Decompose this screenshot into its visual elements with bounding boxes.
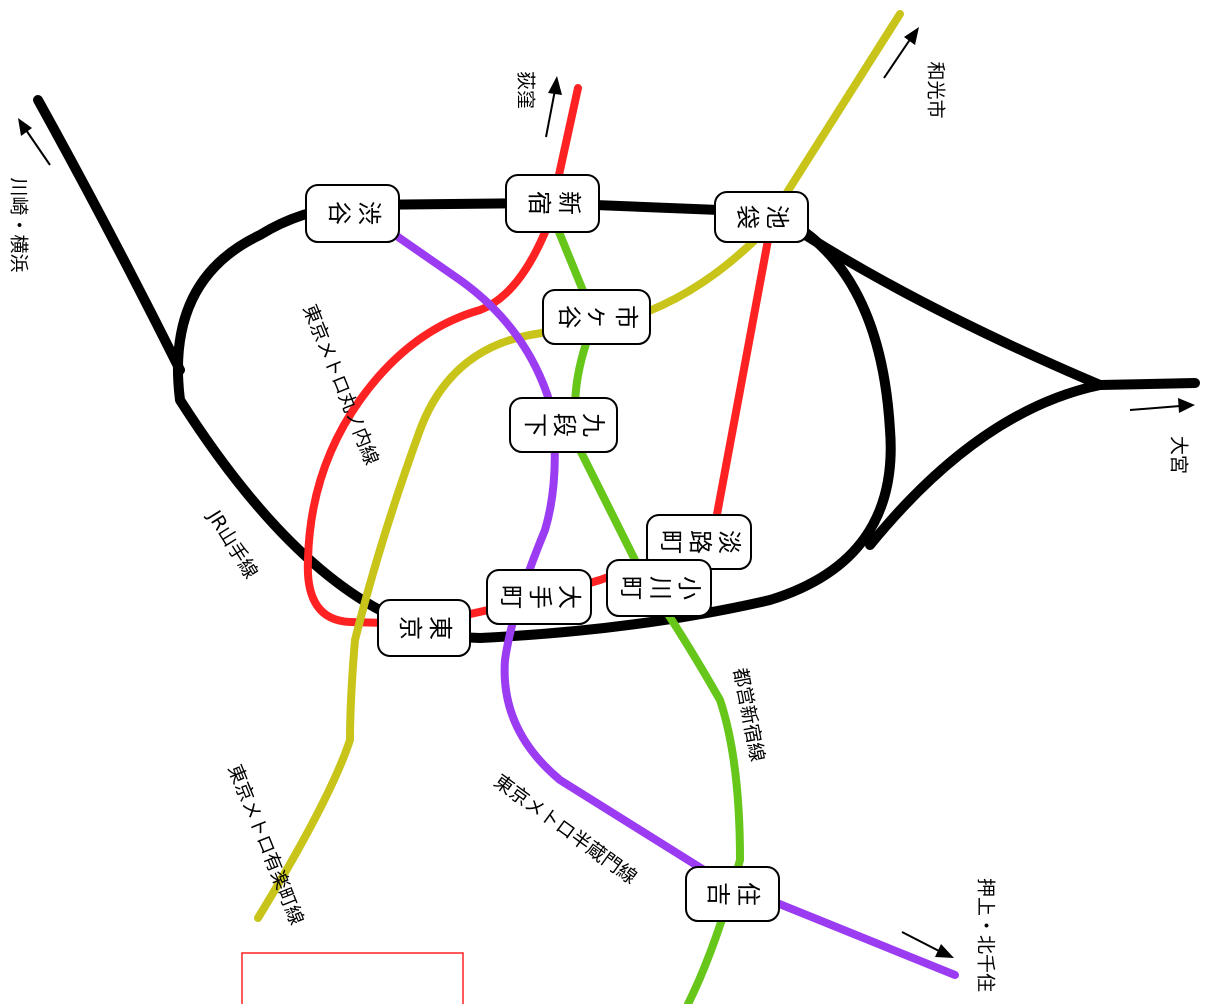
- jr-kawasaki-branch: [33, 95, 185, 375]
- station-ikebukuro-char-1: 池: [763, 205, 791, 229]
- dest-omiya: 大宮: [1168, 436, 1190, 474]
- arrow-ogikubo-icon: [545, 76, 562, 138]
- station-otemachi-char-3: 町: [497, 585, 525, 609]
- station-otemachi-char-2: 手: [526, 585, 554, 609]
- dest-oshiage-kitasenju: 押上・北千住: [975, 878, 997, 992]
- station-ichigaya-char-3: 谷: [555, 305, 583, 329]
- arrow-omiya-icon: [1129, 398, 1195, 413]
- station-kudanshita-char-2: 段: [550, 413, 578, 437]
- label-hanzomon: 東京メトロ半蔵門線: [490, 770, 641, 888]
- jr-yamanote-loop: [172, 198, 896, 643]
- station-ogawamachi[interactable]: 小 川 町: [606, 559, 712, 617]
- dest-ogikubo: 荻窪: [515, 71, 537, 109]
- station-awajicho-char-1: 淡: [715, 530, 743, 554]
- station-kudanshita-char-1: 九: [579, 413, 607, 437]
- station-shibuya-char-1: 渋: [355, 201, 383, 225]
- station-ichigaya-char-2: ヶ: [584, 305, 612, 329]
- station-sumiyoshi[interactable]: 住 吉: [685, 866, 780, 922]
- station-awajicho-char-3: 町: [657, 530, 685, 554]
- station-shibuya[interactable]: 渋 谷: [305, 184, 400, 243]
- station-ogawamachi-char-2: 川: [646, 576, 674, 600]
- dest-wakoshi: 和光市: [925, 61, 947, 118]
- station-otemachi[interactable]: 大 手 町: [486, 569, 592, 625]
- station-kudanshita-char-3: 下: [521, 413, 549, 437]
- station-ichigaya-char-1: 市: [612, 305, 640, 329]
- station-ogawamachi-char-3: 町: [617, 576, 645, 600]
- station-sumiyoshi-char-1: 住: [734, 882, 762, 906]
- station-shinjuku-char-1: 新: [555, 191, 583, 215]
- station-ogawamachi-char-1: 小: [675, 576, 703, 600]
- station-ikebukuro[interactable]: 池 袋: [714, 191, 809, 243]
- yurakucho-line: [254, 10, 904, 922]
- station-shinjuku-char-2: 宿: [525, 191, 553, 215]
- station-tokyo[interactable]: 東 京: [377, 599, 471, 657]
- dest-kawasaki-yokohama: 川崎・横浜: [8, 177, 30, 272]
- station-tokyo-char-1: 東: [426, 616, 454, 640]
- station-otemachi-char-1: 大: [555, 585, 583, 609]
- station-ikebukuro-char-2: 袋: [733, 205, 761, 229]
- station-tokyo-char-2: 京: [396, 616, 424, 640]
- station-awajicho-char-2: 路: [686, 530, 714, 554]
- marunouchi-line: [303, 84, 772, 628]
- station-kudanshita[interactable]: 九 段 下: [509, 397, 618, 453]
- jr-omiya-link: [865, 380, 1105, 550]
- station-ichigaya[interactable]: 市 ヶ 谷: [542, 289, 651, 345]
- arrow-oshiage-icon: [901, 931, 954, 958]
- arrow-wakoshi-icon: [883, 27, 919, 79]
- station-sumiyoshi-char-2: 吉: [704, 882, 732, 906]
- station-shinjuku[interactable]: 新 宿: [505, 174, 600, 233]
- annotation-box: [241, 952, 464, 1004]
- label-jr-yamanote: JR山手線: [202, 506, 261, 583]
- arrow-kawasaki-icon: [18, 118, 51, 166]
- station-shibuya-char-2: 谷: [325, 201, 353, 225]
- jr-omiya-branch: [765, 207, 1200, 390]
